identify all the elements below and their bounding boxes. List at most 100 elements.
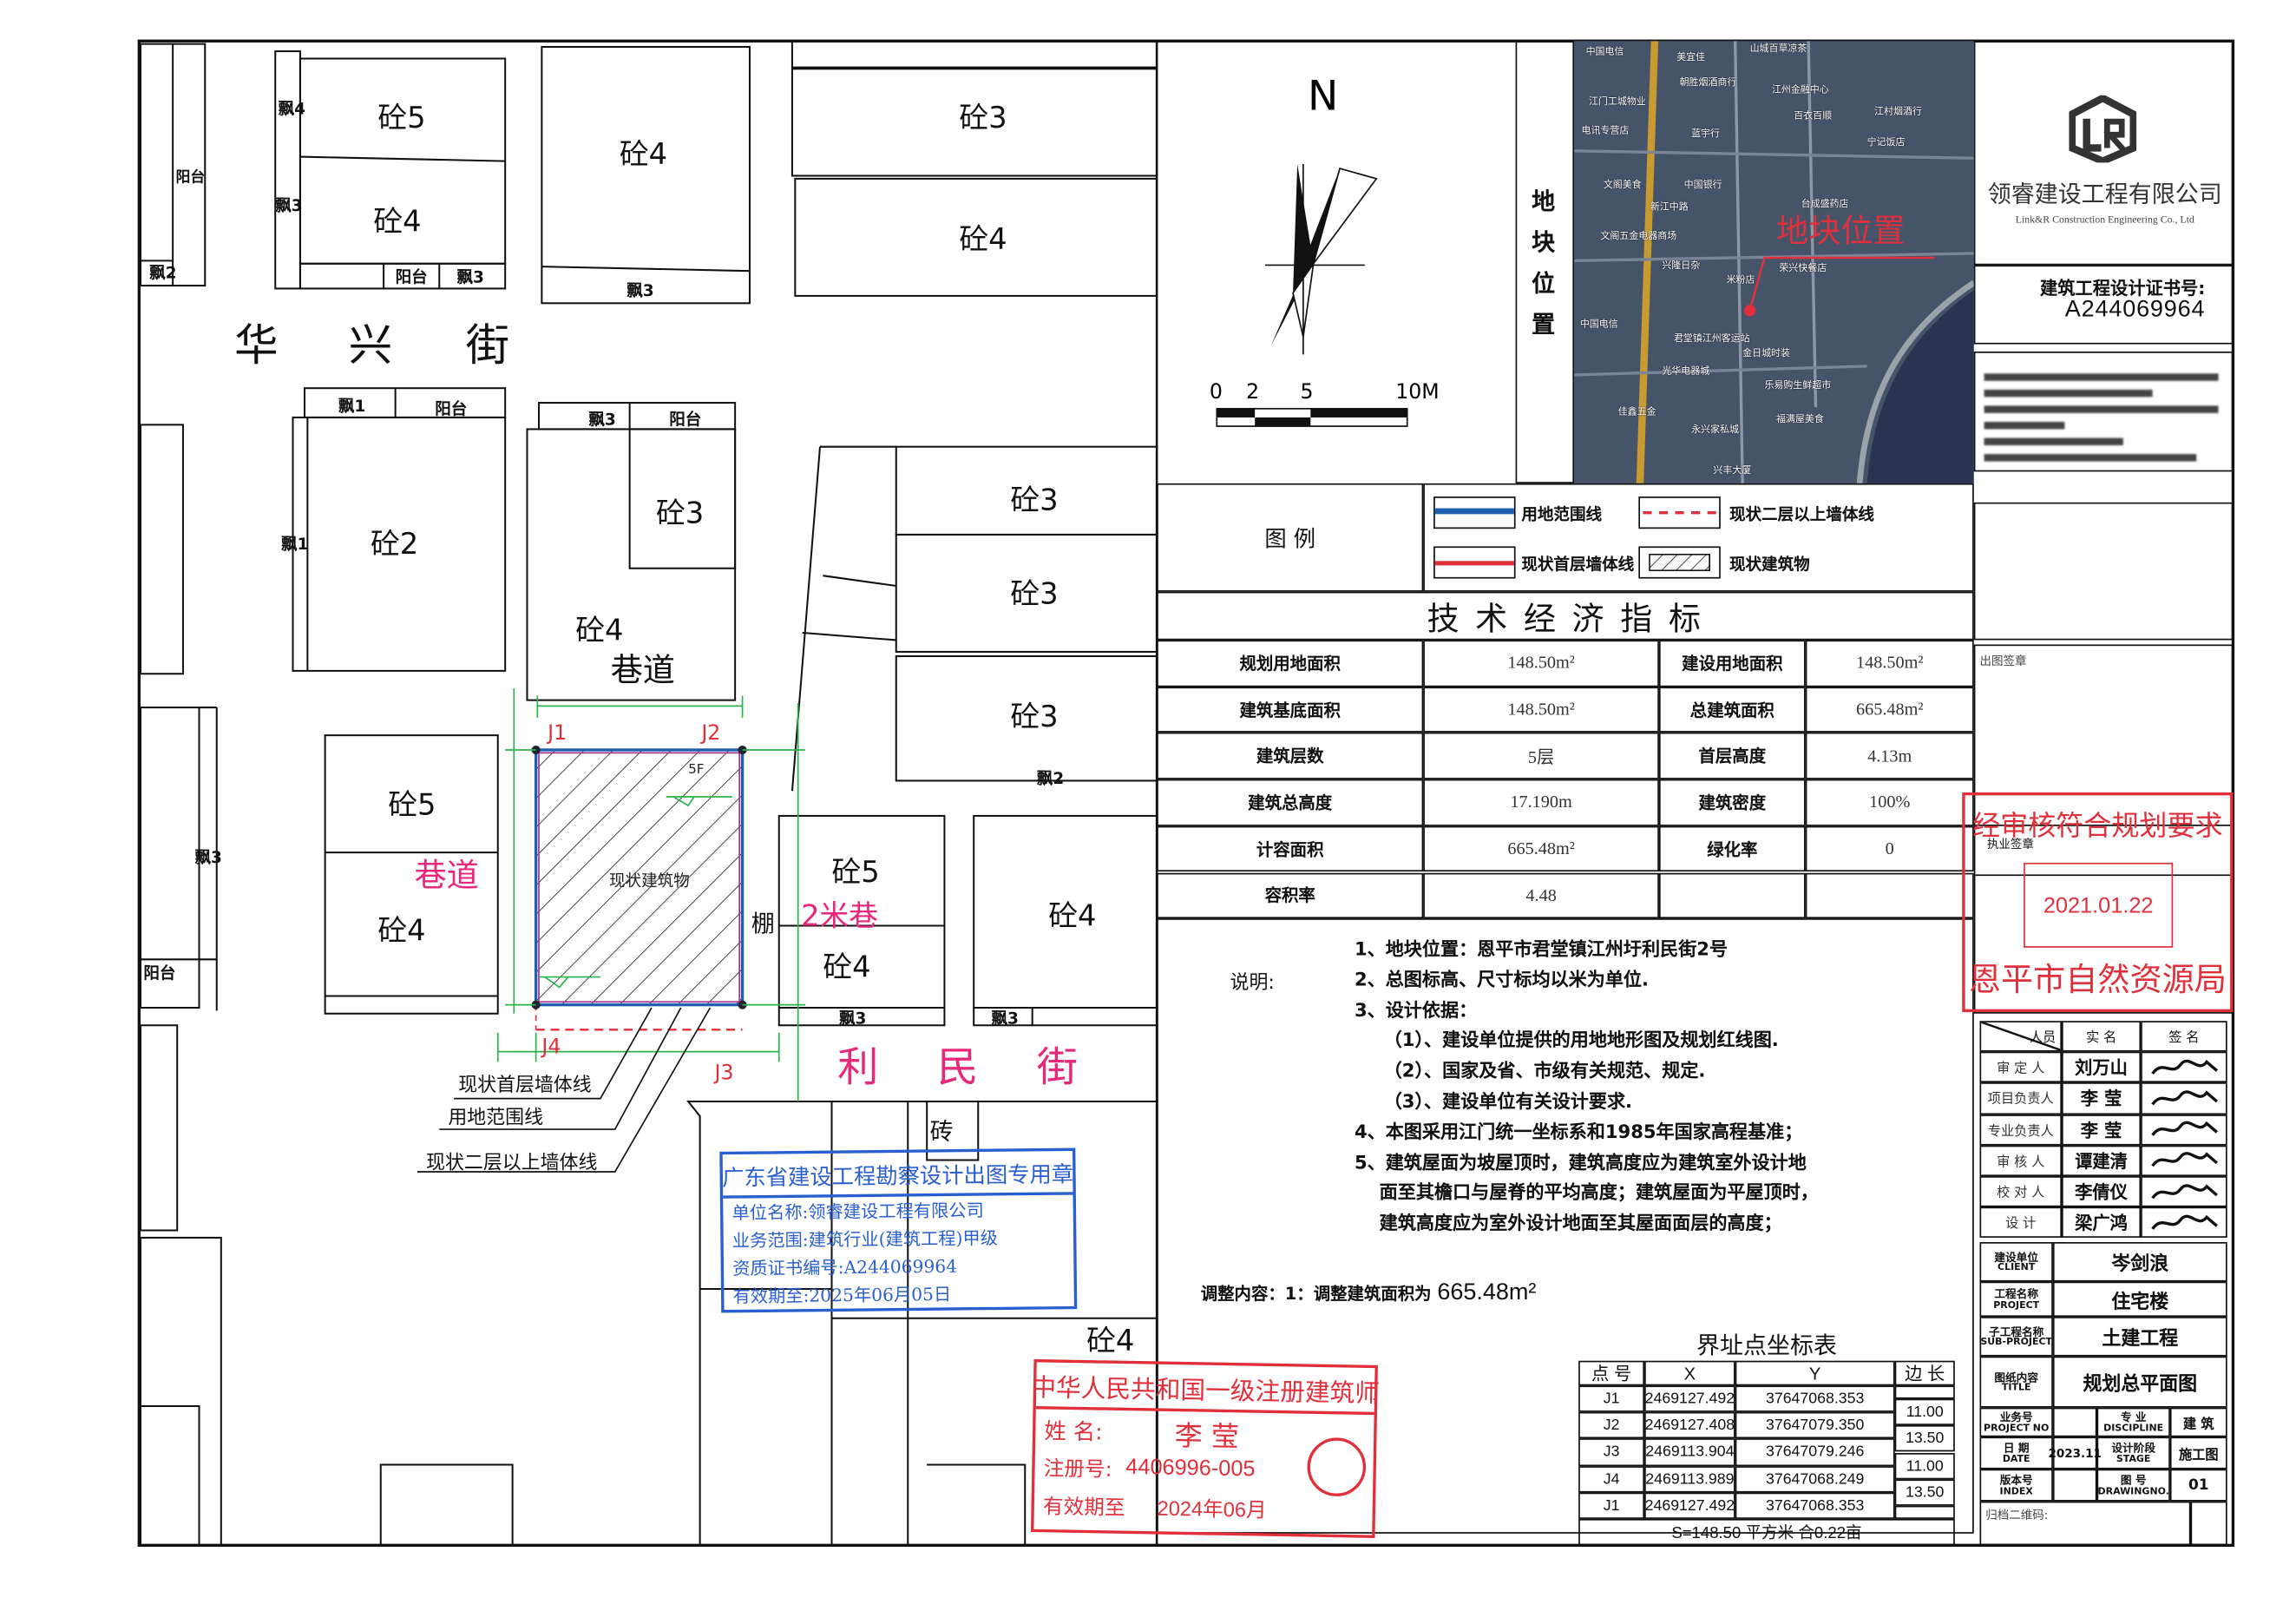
note-line: 1、地块位置：恩平市君堂镇江州圩利民街2号 bbox=[1354, 937, 1729, 960]
info-label-text: 工程名称 bbox=[1994, 1287, 2038, 1301]
tech-value bbox=[1805, 871, 1974, 919]
legend-swatch-dashed-red bbox=[1638, 496, 1721, 529]
dimension-lines bbox=[496, 688, 806, 1101]
approval-stamp-date: 2021.01.22 bbox=[2024, 862, 2174, 948]
block-label: 砼4 bbox=[575, 613, 623, 647]
small-label: 飘2 bbox=[1037, 770, 1064, 788]
brick-label: 砖 bbox=[930, 1119, 954, 1146]
sheet-frame bbox=[137, 39, 2235, 1547]
info-value: 01 bbox=[2169, 1469, 2227, 1502]
coord-cell: J4 bbox=[1578, 1465, 1645, 1493]
info-label-text: SUB-PROJECT bbox=[1980, 1336, 2053, 1348]
coord-table-title: 界址点坐标表 bbox=[1696, 1331, 1837, 1359]
tech-value: 665.48m² bbox=[1423, 825, 1659, 872]
company-logo-block: 领睿建设工程有限公司 Link&R Construction Engineeri… bbox=[1973, 41, 2234, 266]
coord-cell: 37647079.350 bbox=[1735, 1412, 1895, 1439]
lane-label: 巷道 bbox=[415, 857, 479, 894]
legend-label: 现状二层以上墙体线 bbox=[1729, 505, 1874, 525]
legend-swatch-blue bbox=[1433, 496, 1516, 529]
map-poi-label: 文阁美食 bbox=[1603, 178, 1642, 191]
small-label: 阳台 bbox=[176, 168, 206, 185]
note-line: 3、设计依据： bbox=[1354, 998, 1478, 1021]
block-label: 砼2 bbox=[371, 527, 418, 561]
info-label-text: 版本号 bbox=[1999, 1473, 2033, 1487]
practice-stamp-label: 执业签章 bbox=[1986, 838, 2034, 851]
info-label-text: DATE bbox=[2002, 1452, 2030, 1464]
svg-text:J3: J3 bbox=[713, 1061, 734, 1085]
illegible-note-line bbox=[1984, 373, 2219, 381]
tech-label: 建筑基底面积 bbox=[1157, 686, 1424, 733]
adjustment-label: 调整内容：1：调整建筑面积为 bbox=[1200, 1283, 1432, 1304]
tech-value: 148.50m² bbox=[1423, 686, 1659, 733]
tech-value: 148.50m² bbox=[1805, 640, 1974, 687]
tech-label: 绿化率 bbox=[1658, 825, 1806, 872]
survey-stamp-line: 单位名称:领睿建设工程有限公司 bbox=[731, 1200, 984, 1224]
note-line: 5、建筑屋面为坡屋顶时，建筑高度应为建筑室外设计地 bbox=[1354, 1150, 1807, 1174]
blank-block bbox=[1973, 502, 2234, 641]
notes-section bbox=[1157, 918, 1974, 1534]
svg-text:10M: 10M bbox=[1395, 379, 1439, 404]
info-value bbox=[2052, 1469, 2097, 1502]
tech-value: 100% bbox=[1805, 779, 1974, 826]
small-label: 飘3 bbox=[991, 1010, 1018, 1029]
info-value bbox=[2052, 1407, 2097, 1437]
approval-stamp-top: 经审核符合规划要求 bbox=[1972, 810, 2223, 843]
architect-name: 李 莹 bbox=[1174, 1420, 1240, 1454]
block-label: 砼3 bbox=[959, 101, 1007, 135]
info-label-text: STAGE bbox=[2116, 1452, 2151, 1464]
legend-swatch-hatched bbox=[1638, 546, 1721, 579]
coord-header: 边 长 bbox=[1894, 1360, 1955, 1386]
map-poi-label: 美宜佳 bbox=[1676, 51, 1706, 63]
cert-label: 建筑工程设计证书号: bbox=[2040, 278, 2206, 299]
map-poi-label: 江州金融中心 bbox=[1771, 83, 1829, 95]
signoff-name: 李 莹 bbox=[2062, 1082, 2142, 1114]
floor-count: 5F bbox=[688, 761, 704, 777]
svg-text:J1: J1 bbox=[546, 720, 567, 745]
info-label-text: PROJECT bbox=[1993, 1298, 2040, 1311]
map-poi-label: 山城百草凉茶 bbox=[1749, 42, 1807, 55]
block-labels: 砼5 砼4 砼4 砼3 砼4 砼2 砼3 砼4 砼3 砼3 砼3 砼5 砼4 砼… bbox=[371, 101, 1134, 1358]
legend-swatch-red bbox=[1433, 546, 1516, 579]
info-label-text: 设计阶段 bbox=[2111, 1441, 2155, 1455]
info-label-text: 日 期 bbox=[2003, 1441, 2030, 1455]
tech-label: 建筑总高度 bbox=[1157, 779, 1424, 826]
existing-building-label: 现状建筑物 bbox=[609, 872, 690, 891]
signoff-role: 审 核 人 bbox=[1979, 1145, 2062, 1177]
note-line: （3）、建设单位有关设计要求. bbox=[1383, 1089, 1633, 1112]
svg-text:现状二层以上墙体线: 现状二层以上墙体线 bbox=[426, 1153, 597, 1174]
tech-label: 首层高度 bbox=[1658, 733, 1806, 779]
svg-text:华: 华 bbox=[234, 319, 279, 371]
tech-value: 0 bbox=[1805, 825, 1974, 872]
signoff-name: 梁广鸿 bbox=[2062, 1206, 2142, 1239]
small-label: 阳台 bbox=[396, 268, 428, 287]
small-label: 飘1 bbox=[281, 536, 308, 554]
ground-wall-line bbox=[538, 752, 741, 1003]
sheet-notes-block bbox=[1973, 352, 2234, 472]
tech-value: 4.13m bbox=[1805, 733, 1974, 779]
coord-cell: 37647068.353 bbox=[1735, 1492, 1895, 1519]
location-label-cell: 地块位置 bbox=[1515, 41, 1575, 483]
tech-value: 17.190m bbox=[1423, 779, 1659, 826]
architect-reg-number: 4406996-005 bbox=[1125, 1454, 1256, 1483]
leader-lines bbox=[417, 1007, 712, 1173]
map-poi-label: 电讯专营店 bbox=[1581, 124, 1630, 136]
info-label-text: 专 业 bbox=[2120, 1410, 2147, 1424]
scale-bar: 0 2 5 10M bbox=[1210, 379, 1440, 427]
signoff-header: 人员 bbox=[1979, 1021, 2062, 1052]
planning-approval-stamp: 经审核符合规划要求 2021.01.22 恩平市自然资源局 bbox=[1962, 792, 2234, 1013]
coord-edge: 11.00 bbox=[1894, 1452, 1955, 1479]
tech-value: 148.50m² bbox=[1423, 640, 1659, 687]
info-label-text: 建设单位 bbox=[1994, 1250, 2038, 1264]
map-poi-label: 朝胜烟酒商行 bbox=[1679, 76, 1737, 89]
two-meter-lane-label: 2米巷 bbox=[801, 899, 878, 933]
small-label: 飘1 bbox=[338, 398, 365, 416]
coord-cell: 37647068.249 bbox=[1735, 1465, 1895, 1493]
info-label-text: 业务号 bbox=[1999, 1410, 2033, 1424]
coord-cell: 2469127.492 bbox=[1644, 1385, 1735, 1413]
coord-cell: 37647068.353 bbox=[1735, 1385, 1895, 1413]
